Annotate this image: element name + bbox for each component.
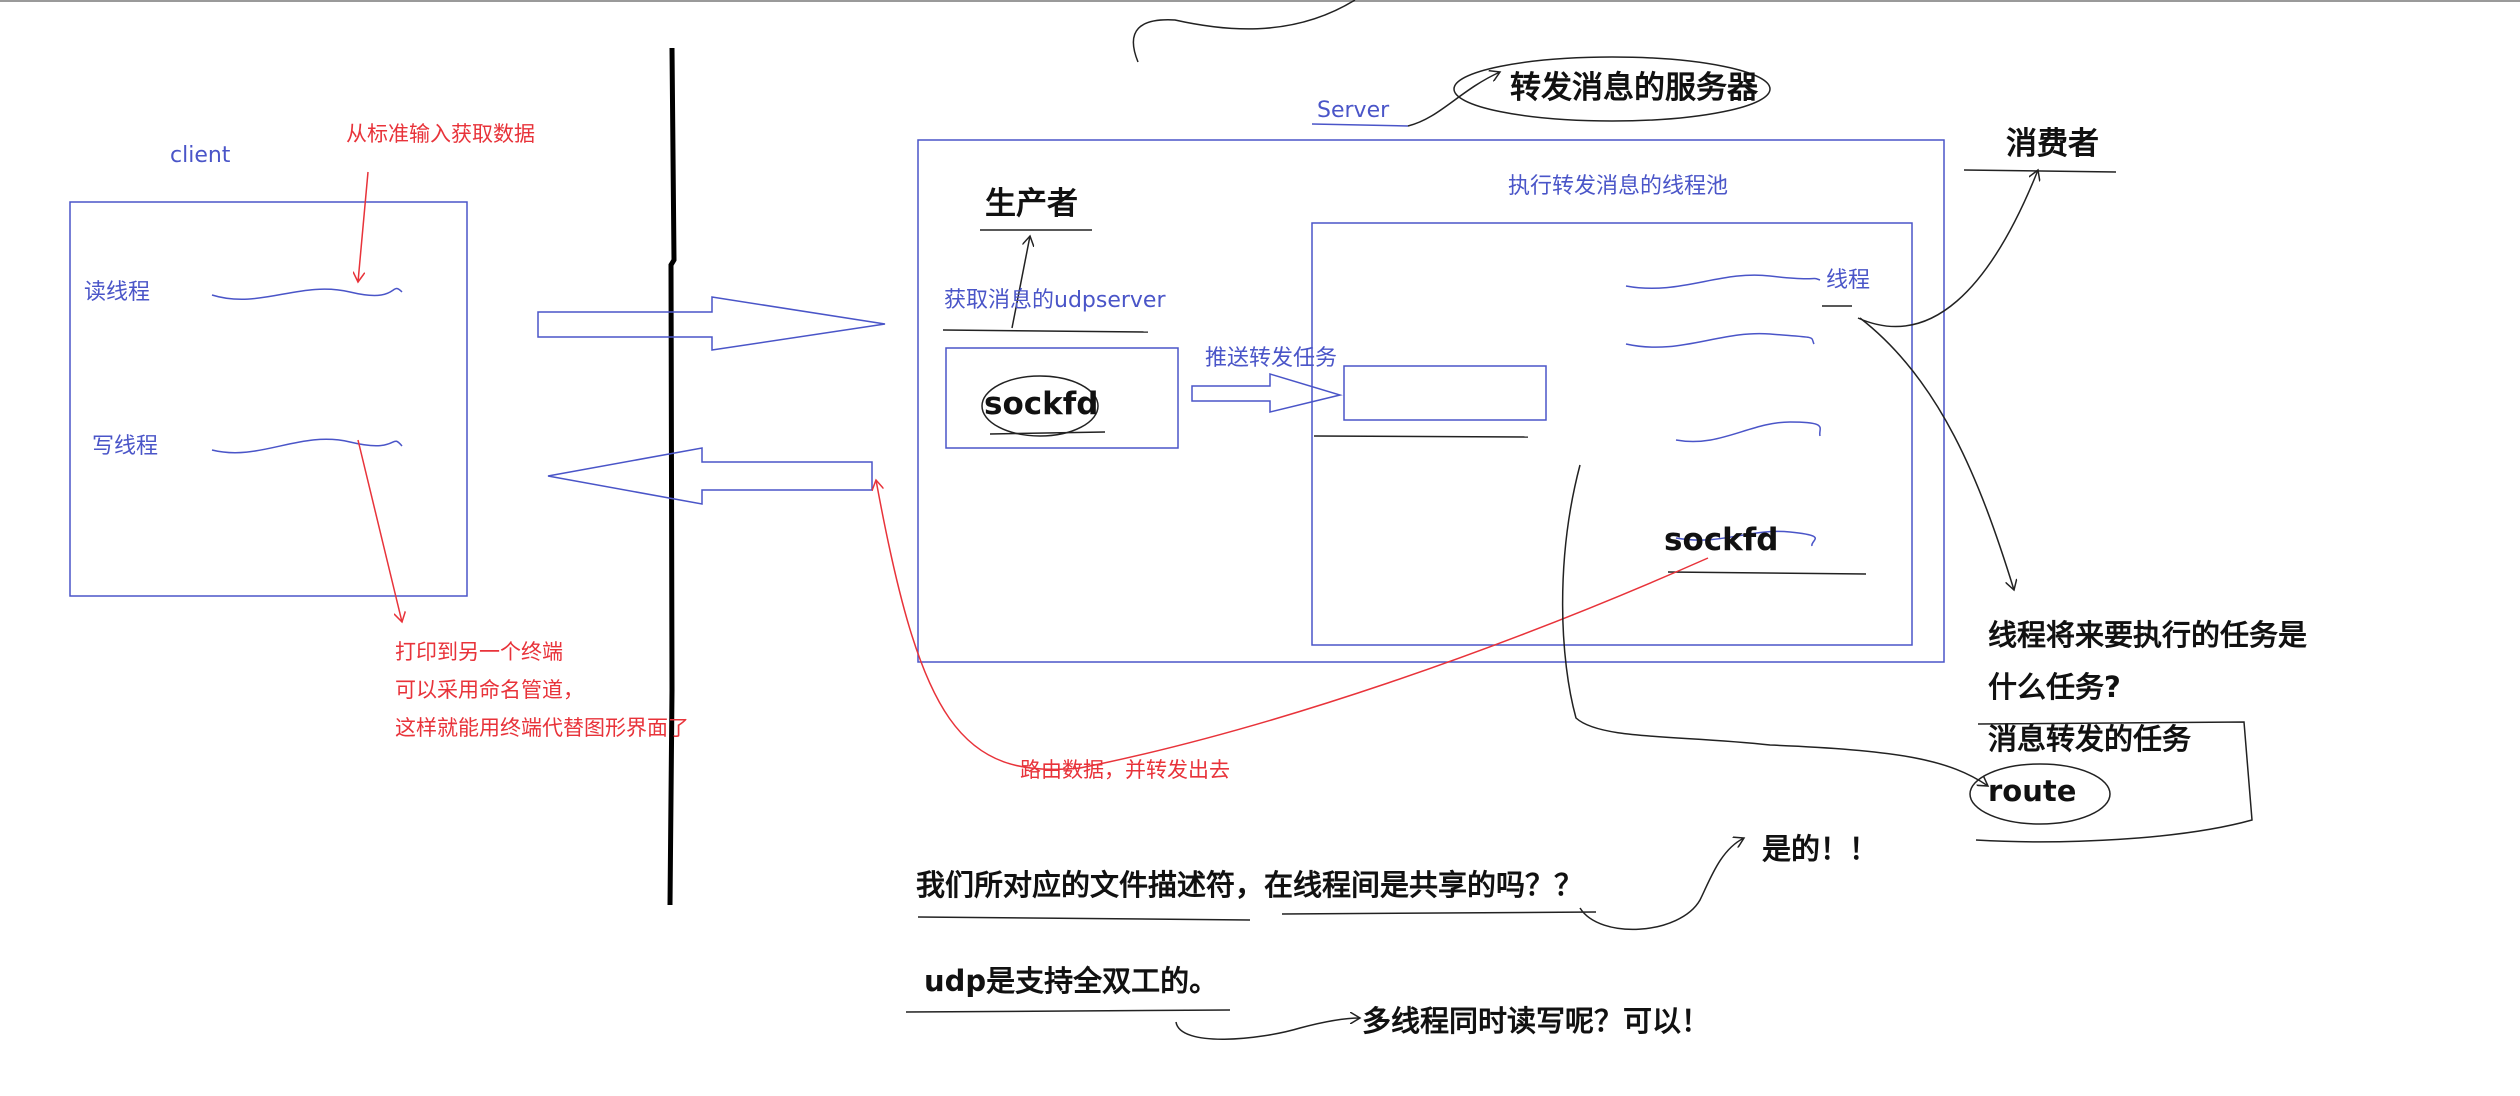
output-note-line-2: 可以采用命名管道， (395, 678, 584, 702)
thread-wave-1 (1625, 274, 1821, 290)
task-question-line-4: route (1988, 774, 2077, 808)
fd-answer: 是的！！ (1762, 832, 1879, 866)
task-question-line-1: 线程将来要执行的任务是 (1988, 618, 2308, 652)
task-question-line-2: 什么任务? (1988, 670, 2121, 704)
thread-pool-title: 执行转发消息的线程池 (1508, 174, 1729, 199)
stdin-note: 从标准输入获取数据 (346, 122, 535, 146)
udpserver-box (945, 347, 1179, 449)
fd-question: 我们所对应的文件描述符，在线程间是共享的吗？？ (916, 868, 1584, 902)
client-box (69, 201, 468, 597)
send-arrow (537, 296, 886, 351)
sockfd-left-label: sockfd (984, 386, 1099, 422)
udp-duplex-note: udp是支持全双工的。 (924, 964, 1219, 998)
task-arrow (1859, 317, 2014, 590)
server-title: Server (1317, 98, 1390, 123)
stdin-arrow (358, 171, 369, 282)
top-scribble (1132, 0, 1356, 63)
udp-underline (905, 1009, 1231, 1013)
read-thread-label: 读线程 (84, 280, 151, 305)
fd-question-underline-2 (1281, 911, 1597, 915)
server-box (917, 139, 1945, 663)
server-underline (1311, 123, 1409, 127)
thread-wave-4 (1675, 530, 1816, 547)
client-title: client (170, 143, 231, 168)
task-queue-underline (1313, 435, 1529, 438)
sockfd-left-underline (989, 431, 1106, 435)
write-thread-wave (211, 438, 403, 454)
task-question-line-3: 消息转发的任务 (1988, 722, 2192, 756)
fd-question-underline-1 (917, 916, 1251, 921)
sockfd-left-circle (981, 375, 1099, 437)
multi-rw-note: 多线程同时读写呢？可以！ (1362, 1004, 1711, 1038)
sockfd-right-label: sockfd (1664, 522, 1779, 558)
receive-arrow (547, 447, 873, 505)
output-note-line-3: 这样就能用终端代替图形界面了 (395, 716, 689, 740)
thread-wave-2 (1625, 332, 1815, 348)
udp-arrow (1175, 1018, 1360, 1040)
route-curve (876, 480, 1709, 771)
fd-answer-arrow (1579, 838, 1744, 931)
push-arrow (1191, 372, 1343, 413)
producer-label: 生产者 (985, 186, 1078, 222)
output-arrow (357, 439, 402, 622)
consumer-label: 消费者 (2006, 126, 2099, 162)
output-note-line-1: 打印到另一个终端 (395, 640, 563, 664)
server-note-circle (1453, 56, 1771, 122)
pool-to-route-arrow (1561, 464, 1988, 786)
server-title-note: 转发消息的服务器 (1510, 70, 1758, 106)
network-divider (667, 47, 677, 906)
task-bracket (1975, 721, 2253, 843)
task-queue-box (1343, 365, 1547, 421)
write-thread-label: 写线程 (92, 434, 159, 459)
consumer-underline (1963, 169, 2117, 173)
thread-label: 线程 (1826, 268, 1871, 293)
producer-arrow (1011, 236, 1030, 329)
read-thread-wave (211, 287, 403, 301)
route-note: 路由数据，并转发出去 (1020, 758, 1230, 782)
route-circle (1969, 763, 2111, 825)
thread-pool-box (1311, 222, 1913, 646)
thread-wave-3 (1675, 421, 1821, 443)
push-task-label: 推送转发任务 (1205, 346, 1338, 371)
consumer-arrow (1857, 170, 2038, 328)
sockfd-right-underline (1667, 571, 1867, 575)
udpserver-label: 获取消息的udpserver (944, 288, 1166, 313)
server-note-arrow (1407, 72, 1500, 127)
udpserver-underline (942, 329, 1149, 333)
